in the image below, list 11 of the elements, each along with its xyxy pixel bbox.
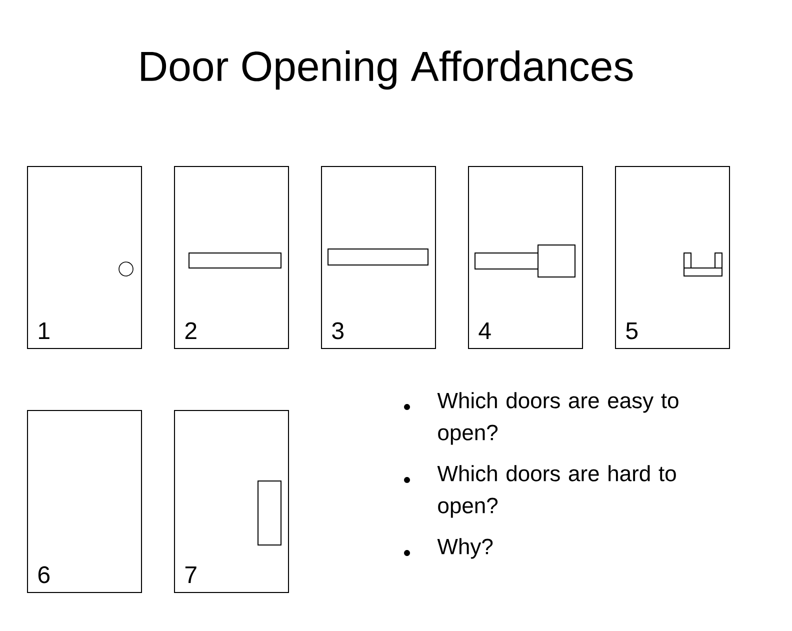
door: 3 bbox=[321, 166, 436, 349]
door: 2 bbox=[174, 166, 289, 349]
bullet-point: Why? bbox=[404, 538, 493, 559]
bullet-point: Which doors are hard to open? bbox=[404, 465, 676, 518]
door: 1 bbox=[27, 166, 142, 349]
door: 6 bbox=[27, 410, 142, 593]
door: 4 bbox=[468, 166, 583, 349]
slide-title: Door Opening Affordances bbox=[141, 50, 633, 90]
bullet-point: Which doors are easy to open? bbox=[404, 392, 678, 445]
door: 7 bbox=[174, 410, 289, 593]
door: 5 bbox=[615, 166, 730, 349]
